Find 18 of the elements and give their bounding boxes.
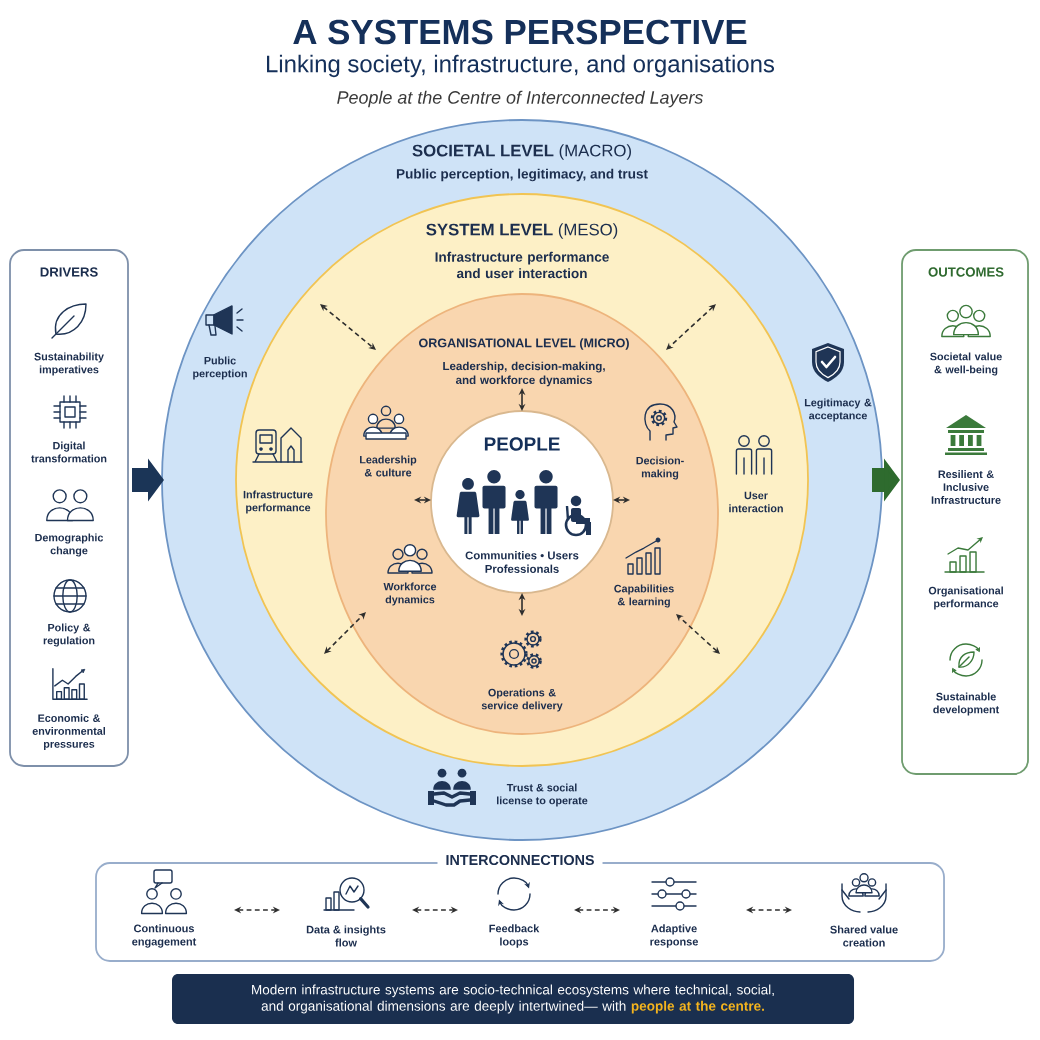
subtitle: Linking society, infrastructure, and organisations	[267, 54, 775, 78]
double-arrow	[666, 304, 716, 350]
double-arrow	[414, 496, 431, 504]
double-arrow	[746, 906, 792, 914]
double-arrow	[518, 593, 526, 616]
double-arrow	[320, 304, 376, 350]
level-heading: SOCIETAL LEVEL (MACRO)	[412, 144, 631, 160]
people-heading: PEOPLE	[484, 437, 560, 451]
double-arrow	[518, 388, 526, 411]
tagline: People at the Centre of Interconnected Layers	[337, 90, 703, 108]
double-arrow	[613, 496, 630, 504]
double-arrow	[412, 906, 458, 914]
double-arrow	[234, 906, 280, 914]
double-arrow	[574, 906, 620, 914]
title: A SYSTEMS PERSPECTIVE	[293, 19, 747, 45]
double-arrow	[676, 614, 720, 654]
double-arrow	[324, 612, 366, 654]
level-heading: SYSTEM LEVEL (MESO)	[426, 223, 618, 239]
